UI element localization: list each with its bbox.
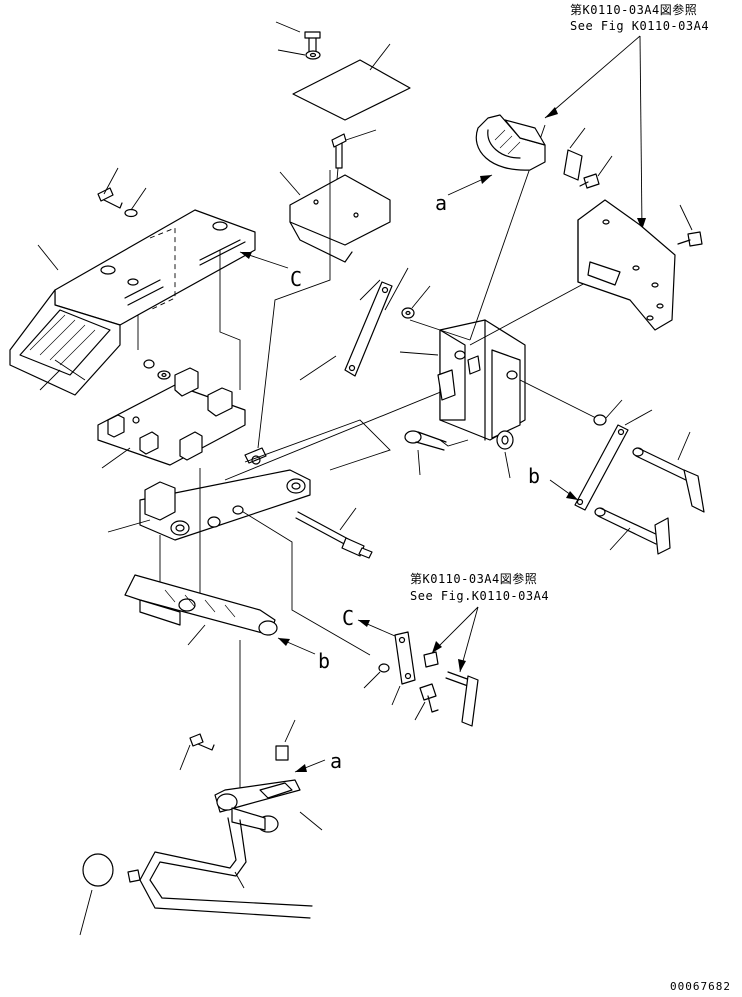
pedal-bracket — [124, 574, 278, 646]
pivot-pin-bolt — [404, 430, 447, 476]
foot-lever-bushing — [275, 719, 296, 761]
grip-bolt — [579, 155, 613, 189]
ref-top-leaders — [544, 35, 646, 231]
callout-c-lower: C — [342, 606, 396, 637]
rod-knob — [79, 853, 114, 936]
link-plate-long — [344, 267, 409, 377]
drawing-part-number: 00067682 — [670, 980, 731, 993]
right-washer — [593, 399, 623, 426]
nut-washer-pair — [143, 359, 171, 380]
mounting-plate — [577, 199, 676, 331]
ref-note-mid-en: See Fig.K0110-03A4 — [410, 589, 549, 603]
svg-text:C: C — [290, 267, 302, 291]
small-link-nut — [423, 651, 439, 668]
pin-lower — [594, 507, 671, 555]
support-bracket — [279, 171, 391, 263]
link-leader-left — [299, 355, 337, 381]
callout-b-right: b — [528, 464, 579, 501]
callout-a-lower: a — [294, 749, 342, 773]
svg-text:a: a — [435, 191, 447, 215]
link-washer — [401, 285, 431, 319]
foot-lever-bolt — [179, 733, 215, 771]
lower-bracket — [97, 367, 246, 469]
lever-bushings — [207, 505, 244, 528]
pin-upper — [632, 431, 705, 513]
ref-note-mid-jp: 第K0110-03A4図参照 — [410, 571, 537, 586]
pivot-bushing — [496, 430, 514, 479]
top-bolt — [275, 21, 321, 53]
small-link-washer — [363, 663, 390, 689]
svg-text:a: a — [330, 749, 342, 773]
ref-note-top-en: See Fig K0110-03A4 — [570, 19, 709, 33]
callout-b-lower: b — [277, 637, 330, 673]
cover-plate — [292, 43, 411, 121]
small-link-bolt — [414, 683, 439, 721]
callout-c-upper: C — [239, 251, 302, 291]
top-washer — [277, 49, 321, 60]
callout-a-upper: a — [435, 174, 493, 215]
long-bolt — [295, 507, 373, 559]
control-housing — [9, 209, 256, 396]
ref-mid-leaders — [431, 606, 479, 673]
pivot-bracket — [399, 319, 526, 441]
svg-text:b: b — [528, 464, 540, 488]
lever-arm — [107, 447, 311, 541]
svg-text:b: b — [318, 649, 330, 673]
housing-washer — [124, 187, 147, 218]
lever-guides — [159, 170, 471, 656]
svg-text:C: C — [342, 606, 354, 630]
housing-bolt — [97, 167, 123, 209]
right-link-plate — [574, 409, 653, 511]
small-link — [391, 631, 416, 706]
housing-dashed-guides — [137, 227, 241, 390]
foot-lever — [214, 779, 323, 833]
grip-clamp — [475, 114, 586, 181]
ref-note-top-jp: 第K0110-03A4図参照 — [570, 2, 697, 17]
rod-pipe — [127, 817, 313, 919]
plate-bolt — [677, 204, 703, 247]
small-rod-end — [445, 671, 479, 727]
